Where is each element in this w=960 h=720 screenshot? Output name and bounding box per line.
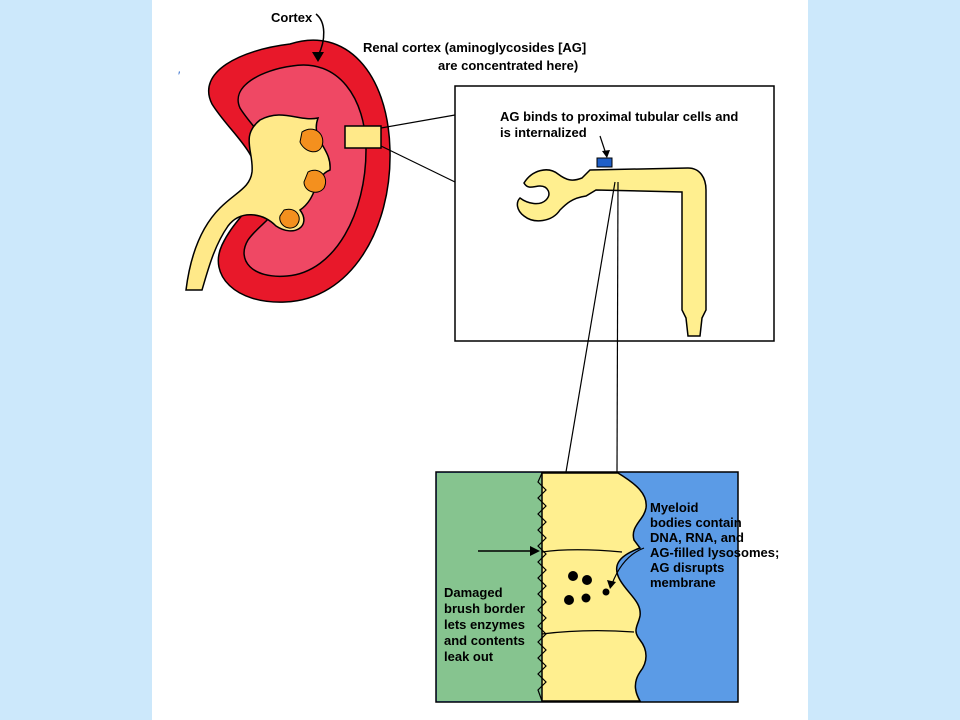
cell-panel xyxy=(435,471,739,703)
label-line: AG-filled lysosomes; xyxy=(650,545,779,560)
myeloid-body xyxy=(564,595,574,605)
myeloid-body xyxy=(581,593,591,603)
cortex-pointer xyxy=(315,13,325,57)
label-line: Renal cortex (aminoglycosides [AG] xyxy=(363,40,586,55)
kidney xyxy=(185,13,391,303)
label-line: bodies contain xyxy=(650,515,742,530)
renal-papilla xyxy=(299,128,324,153)
zoom-line xyxy=(380,145,456,183)
brush-border-arrowhead xyxy=(530,546,540,556)
cell-junction xyxy=(541,630,635,635)
myeloid-body xyxy=(568,571,578,581)
tubular-lumen xyxy=(437,473,542,701)
binding-pointer-arrowhead xyxy=(602,150,610,158)
renal-papilla xyxy=(279,208,300,229)
label-line: membrane xyxy=(650,575,716,590)
zoom-line xyxy=(565,181,616,473)
tubular-cell xyxy=(541,472,647,702)
label-line: AG disrupts xyxy=(650,560,724,575)
label-line: and contents xyxy=(444,633,525,648)
label-line: are concentrated here) xyxy=(438,58,578,73)
label-line: Myeloid xyxy=(650,500,698,515)
damaged-brush-border xyxy=(537,472,547,702)
myeloid-body xyxy=(582,575,592,585)
cortex-sample-box xyxy=(344,125,382,149)
label-line: is internalized xyxy=(500,125,587,140)
cortex-pointer-arrowhead xyxy=(312,52,324,62)
label-damaged-brush-border: Damaged brush border lets enzymes and co… xyxy=(444,585,529,664)
renal-papilla xyxy=(303,169,326,193)
myeloid-body xyxy=(602,588,610,596)
tubule-panel xyxy=(454,85,775,342)
label-renal-cortex: Renal cortex (aminoglycosides [AG] are c… xyxy=(363,40,590,73)
label-line: brush border xyxy=(444,601,525,616)
proximal-tubule xyxy=(516,167,707,337)
label-line: Damaged xyxy=(444,585,503,600)
stray-mark: ′ xyxy=(178,69,181,83)
label-cortex: Cortex xyxy=(271,10,313,25)
zoom-line xyxy=(616,181,619,473)
label-myeloid: Myeloid bodies contain DNA, RNA, and AG-… xyxy=(650,500,783,590)
cell-junction xyxy=(541,549,623,553)
label-line: DNA, RNA, and xyxy=(650,530,744,545)
label-ag-binds: AG binds to proximal tubular cells and i… xyxy=(500,109,742,140)
zoom-line xyxy=(380,114,456,129)
myeloid-pointer xyxy=(611,547,645,585)
ag-binding-marker xyxy=(596,157,613,168)
tubule-panel-frame xyxy=(454,85,775,342)
myeloid-pointer-arrowhead xyxy=(607,580,616,589)
label-line: AG binds to proximal tubular cells and xyxy=(500,109,738,124)
label-line: leak out xyxy=(444,649,494,664)
label-line: lets enzymes xyxy=(444,617,525,632)
